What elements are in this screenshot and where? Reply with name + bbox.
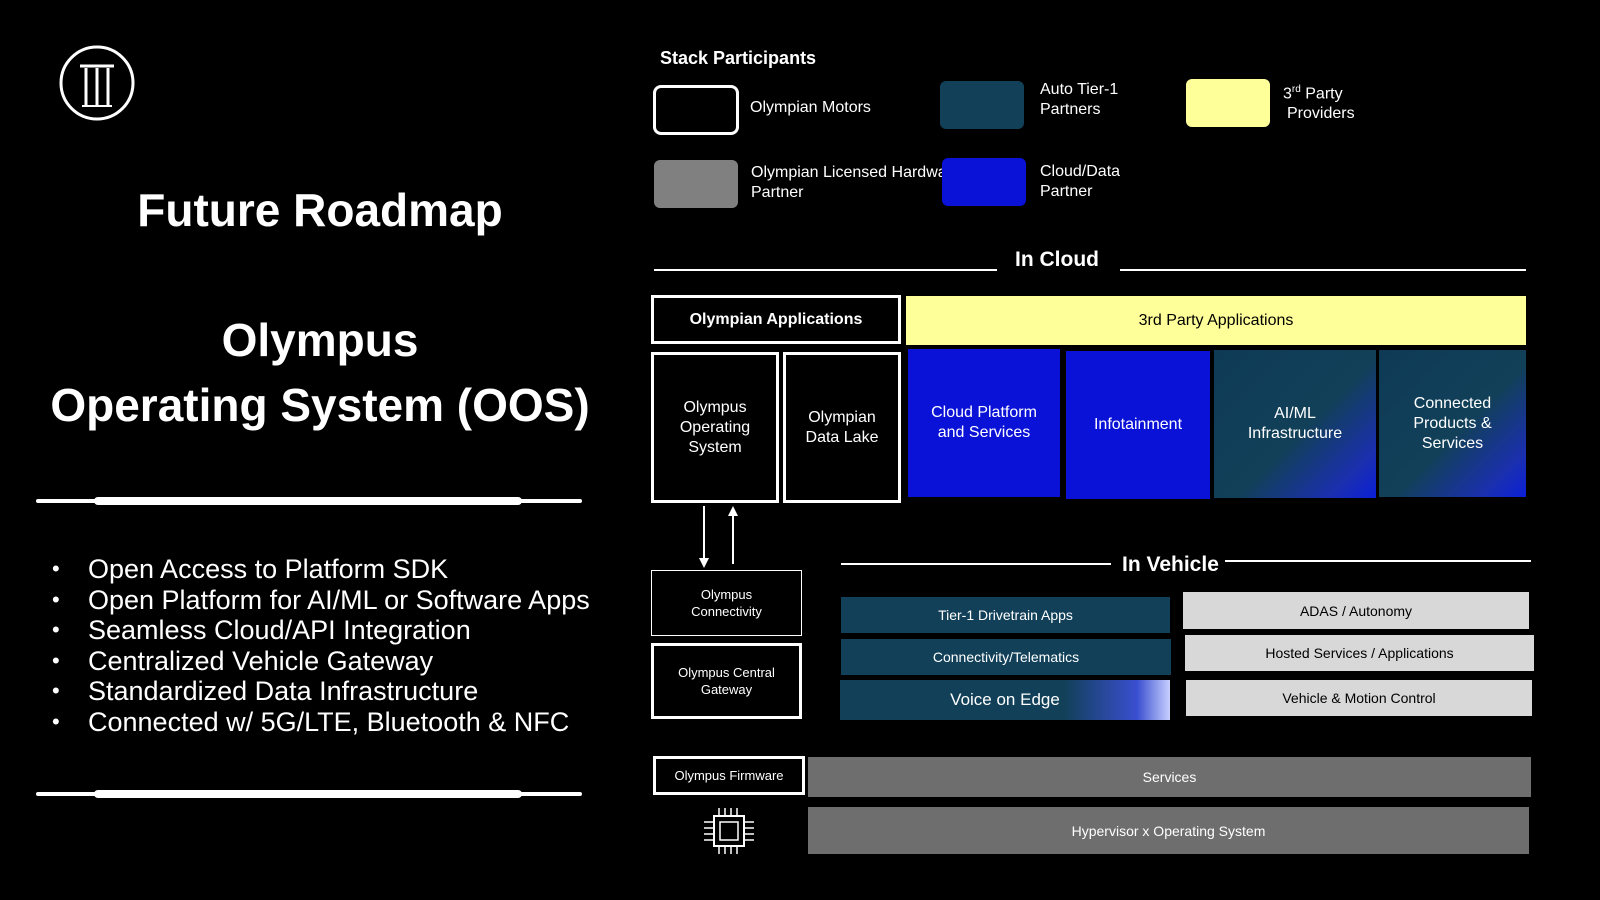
olympian-applications-box: Olympian Applications bbox=[651, 295, 901, 344]
legend-swatch-third-party bbox=[1186, 79, 1270, 127]
legend-label-olympian: Olympian Motors bbox=[750, 99, 871, 116]
legend-heading: Stack Participants bbox=[660, 48, 817, 68]
infotainment-box: Infotainment bbox=[1066, 351, 1210, 499]
divider-bottom-thick bbox=[94, 790, 522, 798]
subtitle-line-2: Operating System (OOS) bbox=[50, 379, 590, 431]
in-cloud-line-right bbox=[1120, 269, 1526, 271]
list-item: Centralized Vehicle Gateway bbox=[52, 646, 612, 677]
subtitle-line-1: Olympus bbox=[221, 314, 419, 366]
third-party-applications-box: 3rd Party Applications bbox=[906, 296, 1526, 345]
list-item: Open Platform for AI/ML or Software Apps bbox=[52, 585, 612, 616]
in-vehicle-line-right bbox=[1225, 560, 1531, 562]
legend-label-third-party: 3rd Party Providers bbox=[1283, 84, 1355, 123]
list-item: Seamless Cloud/API Integration bbox=[52, 615, 612, 646]
adas-autonomy-box: ADAS / Autonomy bbox=[1183, 592, 1529, 629]
olympus-firmware-box: Olympus Firmware bbox=[653, 756, 805, 795]
in-cloud-label: In Cloud bbox=[1015, 248, 1099, 271]
tier1-drivetrain-apps-box: Tier-1 Drivetrain Apps bbox=[841, 597, 1170, 633]
sync-arrows-icon bbox=[699, 506, 738, 568]
list-item: Connected w/ 5G/LTE, Bluetooth & NFC bbox=[52, 707, 612, 738]
services-bar: Services bbox=[808, 757, 1531, 797]
feature-list: Open Access to Platform SDK Open Platfor… bbox=[52, 554, 612, 737]
page-title: Future Roadmap bbox=[137, 184, 503, 236]
in-vehicle-label: In Vehicle bbox=[1122, 553, 1219, 576]
vehicle-motion-control-box: Vehicle & Motion Control bbox=[1186, 680, 1532, 716]
voice-on-edge-box: Voice on Edge bbox=[840, 680, 1170, 720]
list-item: Open Access to Platform SDK bbox=[52, 554, 612, 585]
legend-swatch-tier1 bbox=[940, 81, 1024, 129]
company-logo bbox=[58, 44, 136, 122]
list-item: Standardized Data Infrastructure bbox=[52, 676, 612, 707]
hosted-services-box: Hosted Services / Applications bbox=[1185, 635, 1534, 671]
chip-icon bbox=[704, 808, 754, 854]
in-cloud-line-left bbox=[654, 269, 997, 271]
connectivity-telematics-box: Connectivity/Telematics bbox=[841, 639, 1171, 675]
in-vehicle-line-left bbox=[841, 563, 1111, 565]
legend-swatch-olympian bbox=[653, 85, 739, 135]
hypervisor-os-bar: Hypervisor x Operating System bbox=[808, 807, 1529, 854]
legend-swatch-cloud-data bbox=[942, 158, 1026, 206]
divider-top-thick bbox=[94, 497, 522, 505]
legend-swatch-licensed-hw bbox=[654, 160, 738, 208]
